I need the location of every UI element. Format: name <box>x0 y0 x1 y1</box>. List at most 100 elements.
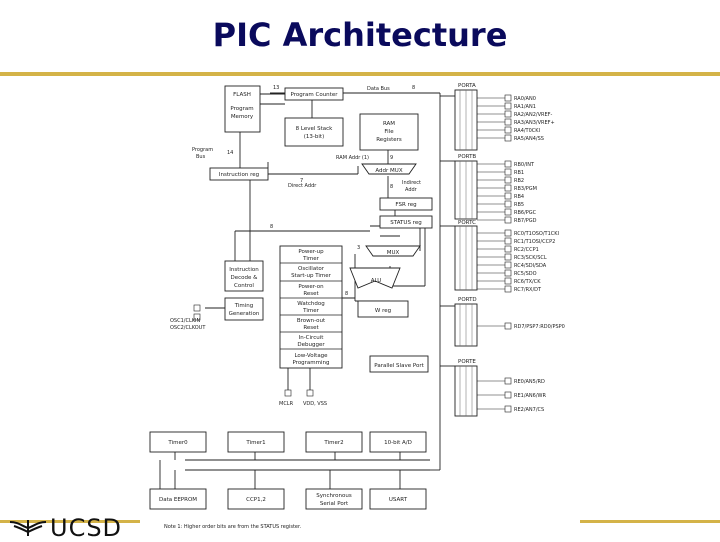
pin-ra3: RA3/AN3/VREF+ <box>514 120 555 126</box>
ad-label: 10-bit A/D <box>384 440 412 446</box>
ccp-label: CCP1,2 <box>246 497 266 503</box>
eeprom-label: Data EEPROM <box>159 497 197 503</box>
por-label-2: Reset <box>303 291 319 297</box>
alu-label: ALU <box>371 278 382 284</box>
indirect-addr-label-2: Addr <box>405 187 418 193</box>
pin-rb2: RB2 <box>514 178 524 184</box>
timer1-label: Timer1 <box>245 440 265 446</box>
bus-width-8-indirect: 8 <box>390 184 393 190</box>
pin-rb1: RB1 <box>514 170 524 176</box>
pin-rb4: RB4 <box>514 194 524 200</box>
program-counter-label: Program Counter <box>291 92 339 98</box>
mclr-pin-label: MCLR <box>279 401 294 407</box>
data-bus-label: Data Bus <box>367 86 390 92</box>
pin-rb6: RB6/PGC <box>514 210 537 216</box>
pin-re0: RE0/AN5/RD <box>514 379 545 385</box>
wdt-label-2: Timer <box>302 308 319 314</box>
ost-label-2: Start-up Timer <box>291 273 332 279</box>
mux-label: MUX <box>387 250 400 256</box>
addr-mux-label: Addr MUX <box>375 168 402 174</box>
decode-label: Instruction <box>229 267 259 273</box>
footnote: Note 1: Higher order bits are from the S… <box>164 524 302 530</box>
usart-label: USART <box>389 497 408 503</box>
power-up-timer-label-2: Timer <box>302 256 319 262</box>
pin-ra2: RA2/AN2/VREF- <box>514 112 553 118</box>
pin-rc3: RC3/SCK/SCL <box>514 255 547 261</box>
pin-rd: RD7/PSP7:RD0/PSP0 <box>514 324 565 330</box>
fsr-reg-label: FSR reg <box>395 202 416 208</box>
wdt-label: Watchdog <box>297 301 324 307</box>
timing-label-2: Generation <box>229 311 260 317</box>
bus-width-8-left: 8 <box>270 224 273 230</box>
logo-text: UCSD <box>50 514 123 542</box>
pin-re2: RE2/AN7/CS <box>514 407 544 413</box>
portb-label: PORTB <box>458 154 476 160</box>
bus-width-3: 3 <box>357 245 360 251</box>
ram-addr-label: RAM Addr (1) <box>336 155 369 161</box>
program-bus-label: Program <box>192 147 213 153</box>
w-reg-label: W reg <box>375 308 391 314</box>
ssp-label-2: Serial Port <box>320 501 349 507</box>
bus-width-8-alu: 8 <box>345 291 348 297</box>
porte-label: PORTE <box>458 359 476 365</box>
vdd-vss-pin-label: VDD, VSS <box>303 401 327 407</box>
bus-width-13: 13 <box>273 85 279 91</box>
pin-ra0: RA0/AN0 <box>514 96 536 102</box>
pin-rc2: RC2/CCP1 <box>514 247 539 253</box>
pin-markers <box>193 94 512 413</box>
lvp-label: Low-Voltage <box>294 353 328 359</box>
slide-title: PIC Architecture <box>212 16 508 54</box>
pin-rc1: RC1/T1OSI/CCP2 <box>514 239 555 245</box>
bus-width-9: 9 <box>390 155 393 161</box>
timer0-label: Timer0 <box>167 440 188 446</box>
bus-width-8-top: 8 <box>412 85 415 91</box>
block-diagram-svg: FLASH Program Memory Program Counter 8 L… <box>149 83 565 530</box>
ost-label: Oscillator <box>298 266 325 272</box>
osc2-pin-label: OSC2/CLKOUT <box>170 325 206 331</box>
pin-rb3: RB3/PGM <box>514 186 537 192</box>
stack-width-label: (13-bit) <box>304 134 324 140</box>
portc-label: PORTC <box>458 220 476 226</box>
mux-shape <box>365 245 421 257</box>
pin-rc6: RC6/TX/CK <box>514 279 541 285</box>
ram-registers-label: Registers <box>376 137 402 143</box>
decode-label-2: Decode & <box>231 275 259 281</box>
ssp-label: Synchronous <box>316 493 352 499</box>
program-bus-label-2: Bus <box>196 154 206 160</box>
pin-re1: RE1/AN6/WR <box>514 393 546 399</box>
portd-label: PORTD <box>458 297 477 303</box>
ram-label: RAM <box>383 121 395 127</box>
pic-block-diagram: FLASH Program Memory Program Counter 8 L… <box>140 76 580 536</box>
pin-ra5: RA5/AN4/SS <box>514 136 544 142</box>
pin-rc5: RC5/SDO <box>514 271 537 277</box>
ram-file-label: File <box>384 129 394 135</box>
pin-rc0: RC0/T1OSO/T1CKI <box>514 231 559 237</box>
pin-rb5: RB5 <box>514 202 524 208</box>
ucsd-logo: UCSD <box>6 514 136 542</box>
status-reg-label: STATUS reg <box>390 220 421 226</box>
flash-label: FLASH <box>233 92 251 98</box>
power-up-timer-label: Power-up <box>298 249 324 255</box>
decode-label-3: Control <box>234 283 254 289</box>
pin-ra4: RA4/T0CKI <box>514 128 540 134</box>
bus-width-7: 7 <box>300 178 303 184</box>
timer2-label: Timer2 <box>323 440 343 446</box>
porta-label: PORTA <box>458 83 476 89</box>
bus-width-14: 14 <box>227 150 233 156</box>
icd-label-2: Debugger <box>297 342 325 348</box>
bor-label: Brown-out <box>297 318 326 324</box>
pin-rc4: RC4/SDI/SDA <box>514 263 547 269</box>
parallel-slave-label: Parallel Slave Port <box>374 363 424 369</box>
pin-ra1: RA1/AN1 <box>514 104 536 110</box>
instruction-reg-label: Instruction reg <box>219 172 259 178</box>
stack-label: 8 Level Stack <box>296 126 334 132</box>
pin-rc7: RC7/RX/DT <box>514 287 542 293</box>
por-label: Power-on <box>298 284 324 290</box>
lvp-label-2: Programming <box>292 360 329 366</box>
pin-rb7: RB7/PGD <box>514 218 537 224</box>
flash-label-memory: Memory <box>231 114 254 120</box>
timing-label: Timing <box>234 303 254 309</box>
title-rule <box>0 72 720 76</box>
pin-rb0: RB0/INT <box>514 162 535 168</box>
indirect-addr-label: Indirect <box>402 180 421 186</box>
